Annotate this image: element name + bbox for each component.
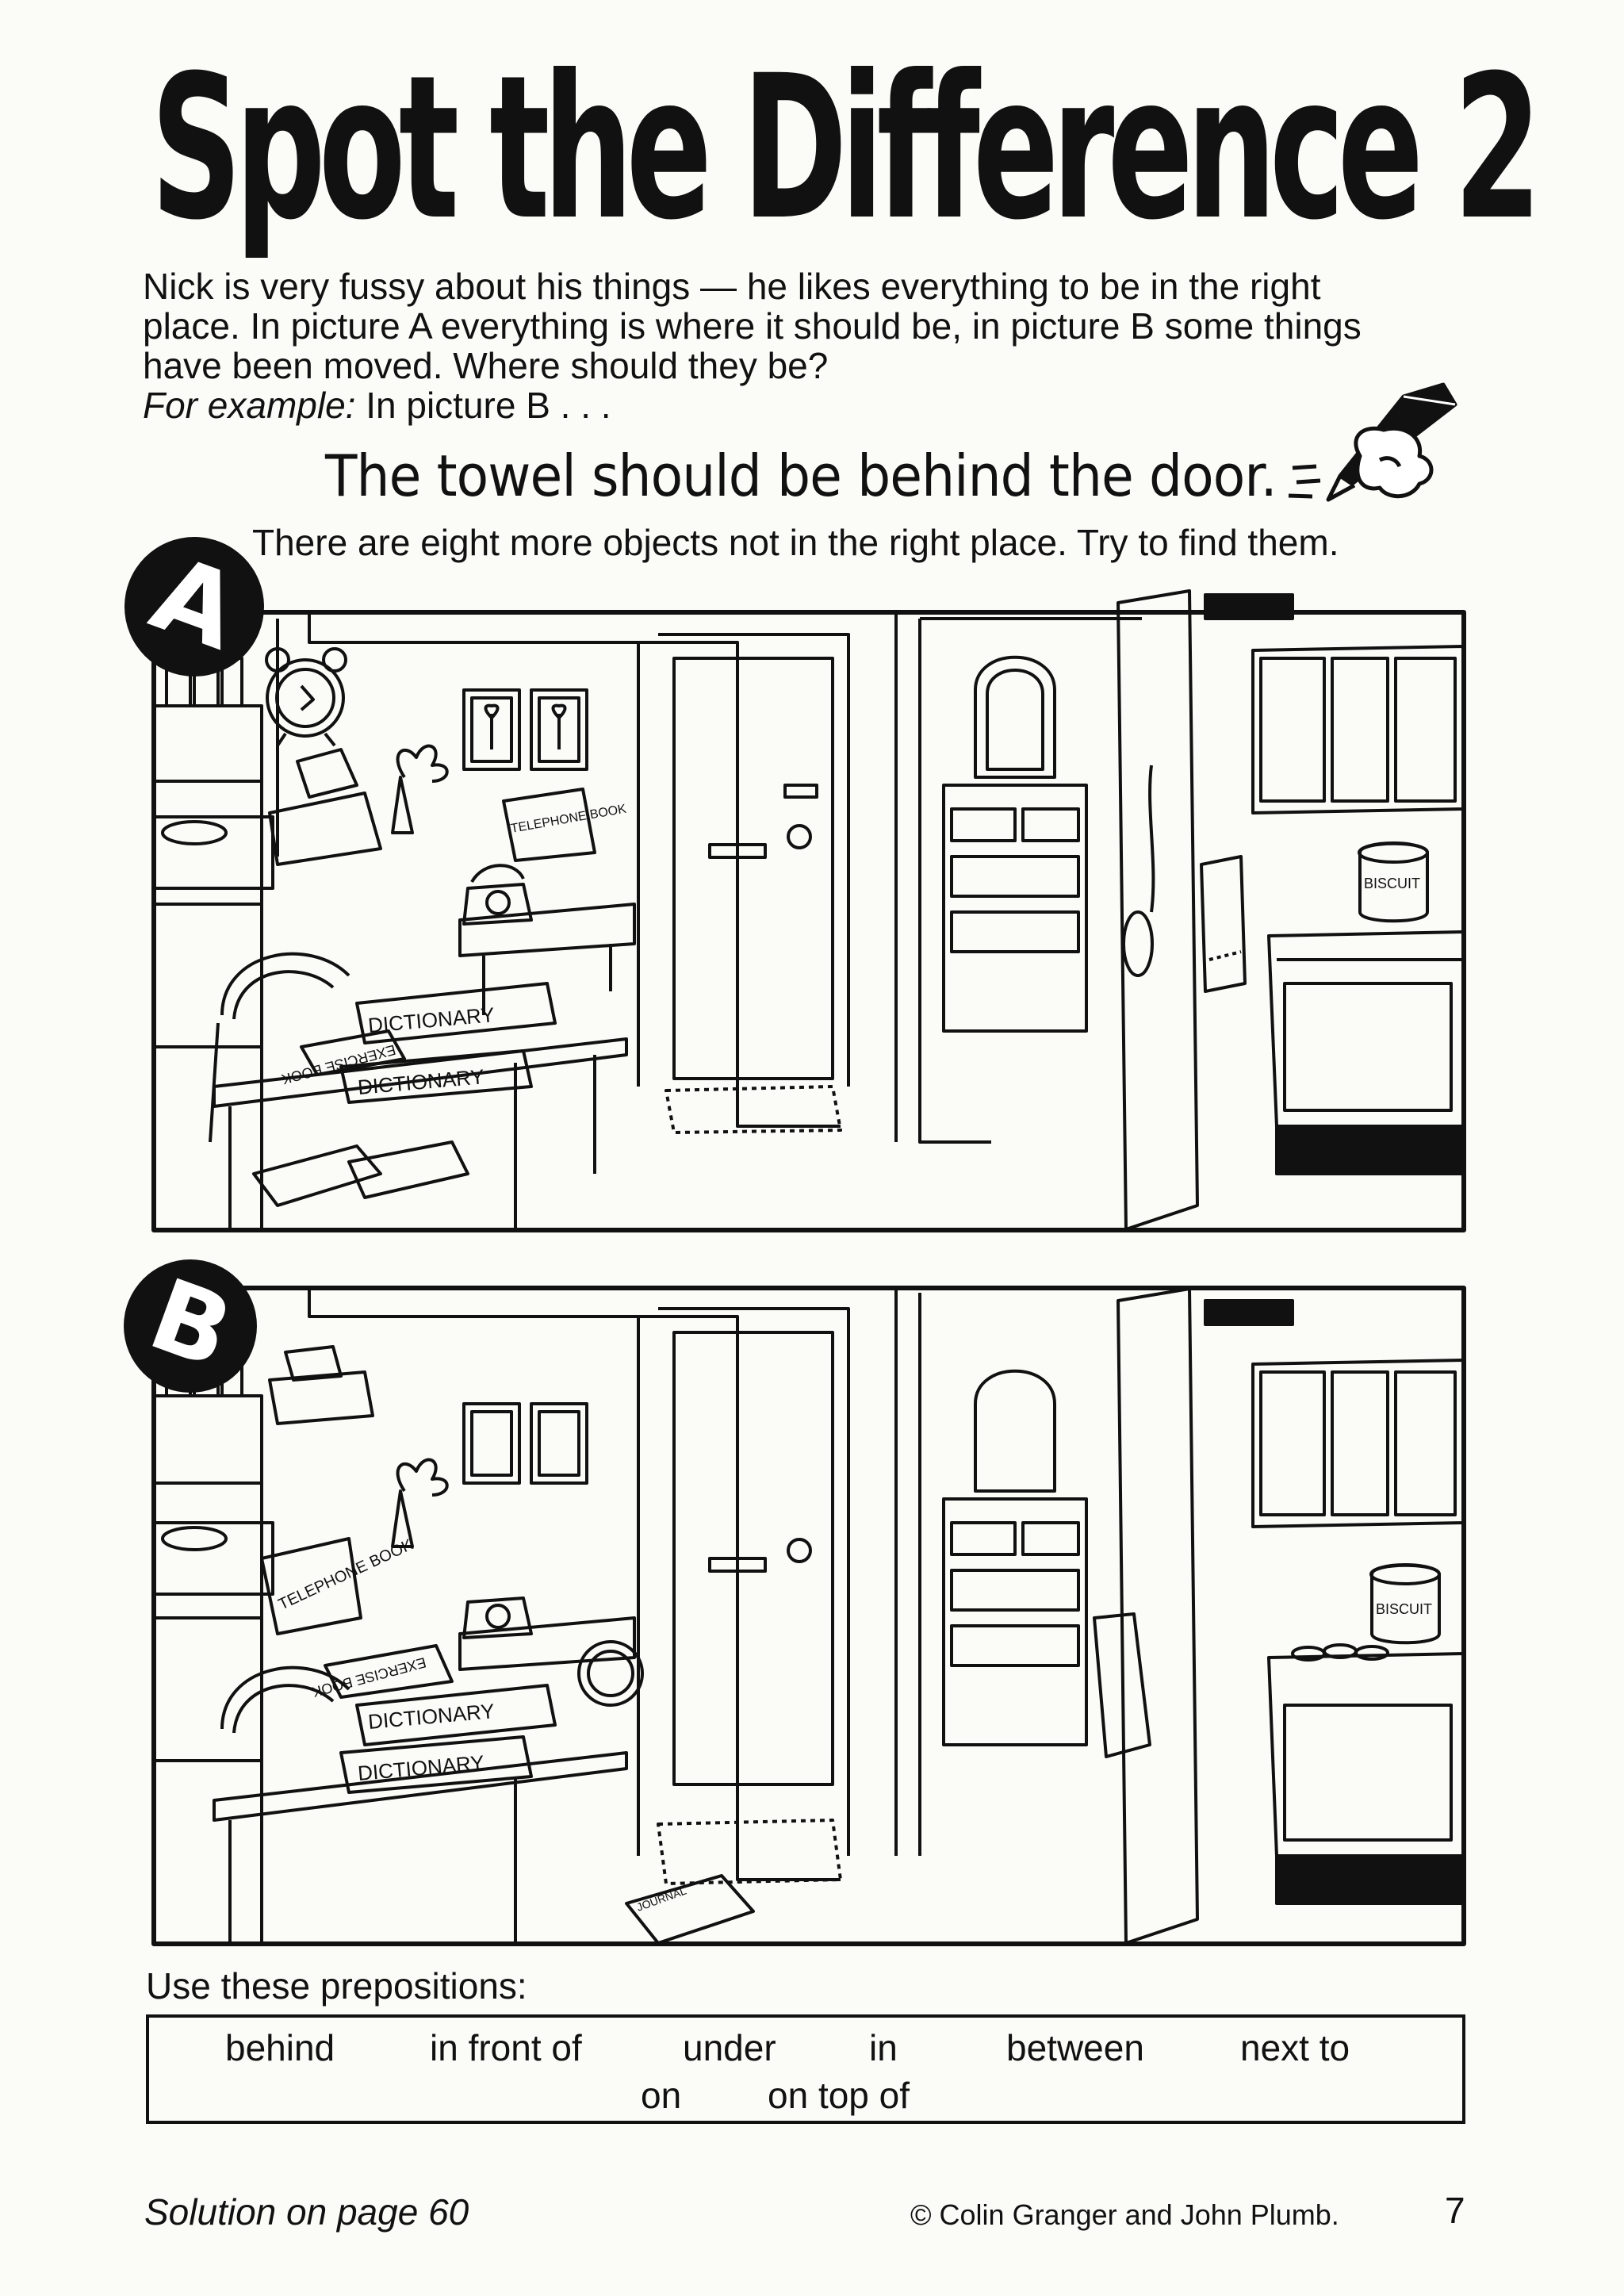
badge-b: B [124, 1257, 257, 1393]
preposition-behind: behind [225, 2027, 335, 2068]
preposition-under: under [683, 2027, 776, 2068]
picture-b-illustration: TELEPHONE BOOK EXERCISE BOOK DICTIONARY … [151, 1286, 1466, 1946]
preposition-on-top-of: on top of [768, 2075, 910, 2116]
count-note: There are eight more objects not in the … [252, 522, 1339, 563]
chair-icon [209, 952, 350, 1143]
intro-line-3: have been moved. Where should they be? [143, 345, 829, 386]
preposition-between: between [1006, 2027, 1144, 2068]
copyright-note: © Colin Granger and John Plumb. [910, 2198, 1339, 2231]
prepositions-label: Use these prepositions: [146, 1965, 527, 2007]
clock-icon [265, 647, 347, 747]
example-sentence: The towel should be behind the door. [325, 443, 1277, 509]
picture-frame-icon [462, 688, 588, 771]
preposition-next-to: next to [1240, 2027, 1350, 2068]
example-rest: In picture B . . . [355, 385, 611, 426]
badge-a: A [124, 533, 264, 677]
intro-text: Nick is very fussy about his things — he… [143, 266, 1507, 425]
biscuit-tin-icon [1358, 841, 1429, 923]
plant-icon [391, 744, 449, 834]
preposition-on: on [641, 2075, 682, 2116]
typewriter-icon [268, 1345, 374, 1425]
solution-note: Solution on page 60 [144, 2191, 469, 2233]
page-title: Spot the Difference 2 [151, 33, 1542, 263]
pen-hand-icon [1288, 382, 1457, 502]
label-telephone-book: TELEPHONE BOOK [276, 1535, 416, 1613]
intro-line-1: Nick is very fussy about his things — he… [143, 266, 1321, 307]
label-dictionary-top: DICTIONARY [367, 1699, 496, 1734]
label-dictionary-bottom: DICTIONARY [357, 1064, 485, 1099]
prepositions-box: behind in front of under in between next… [146, 2014, 1465, 2124]
label-biscuit: BISCUIT [1364, 876, 1420, 891]
label-journal: JOURNAL [635, 1884, 688, 1913]
telephone-icon [462, 864, 533, 926]
preposition-in-front-of: in front of [430, 2027, 582, 2068]
intro-line-2: place. In picture A everything is where … [143, 305, 1362, 347]
towel-icon [1200, 855, 1247, 993]
example-line: For example: In picture B . . . [143, 385, 1507, 425]
label-telephone-book: TELEPHONE BOOK [510, 803, 628, 836]
preposition-in: in [869, 2027, 898, 2068]
mirror-icon [974, 655, 1056, 779]
picture-b: TELEPHONE BOOK EXERCISE BOOK DICTIONARY … [151, 1285, 1467, 1947]
label-biscuit: BISCUIT [1376, 1601, 1432, 1617]
example-label: For example: [143, 385, 356, 426]
picture-a: DICTIONARY EXERCISE BOOK DICTIONARY TELE… [151, 571, 1467, 1233]
record-player-icon [152, 1521, 274, 1596]
label-dictionary-bottom: DICTIONARY [357, 1750, 485, 1785]
picture-a-illustration: DICTIONARY EXERCISE BOOK DICTIONARY TELE… [151, 589, 1466, 1232]
page-number: 7 [1445, 2190, 1465, 2231]
